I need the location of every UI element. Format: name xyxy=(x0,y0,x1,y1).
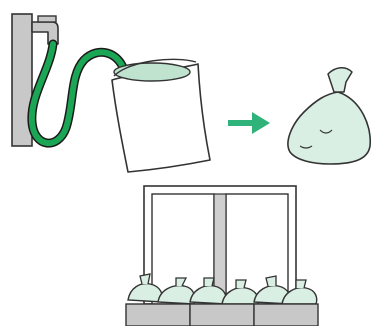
block-3 xyxy=(254,304,318,326)
garden-hose-icon xyxy=(32,44,124,143)
tied-bag-body xyxy=(288,92,370,164)
tied-bag-knot xyxy=(328,68,352,92)
block-2 xyxy=(190,304,254,326)
tied-water-bag-icon xyxy=(288,68,370,164)
arrow-head xyxy=(252,112,270,134)
water-bag-icon xyxy=(112,59,210,172)
faucet-handle xyxy=(38,16,56,22)
arrow-shaft xyxy=(228,120,254,126)
block-1 xyxy=(126,304,190,326)
right-arrow-icon xyxy=(228,112,270,134)
open-bag-water xyxy=(114,63,190,81)
hose-line xyxy=(32,44,124,143)
